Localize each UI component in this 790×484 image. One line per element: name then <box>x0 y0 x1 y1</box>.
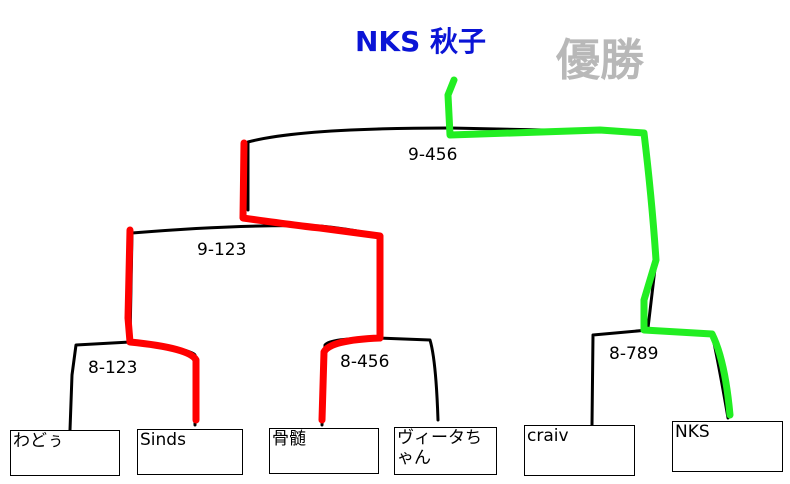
qf2-score: 8-456 <box>340 352 390 372</box>
qf1-connector-line <box>68 340 197 432</box>
player-box-6: NKS <box>672 421 783 472</box>
winner-label: 優勝 <box>556 35 644 86</box>
champion-name: NKS 秋子 <box>355 25 487 58</box>
red-path-line <box>124 139 384 424</box>
green-path-line <box>444 76 734 419</box>
player-box-1: わどぅ <box>10 430 120 476</box>
player-box-4: ヴィータちゃん <box>394 427 497 475</box>
player-box-5: craiv <box>524 425 635 476</box>
qf2-connector-line <box>320 336 440 427</box>
qf3-score: 8-789 <box>609 344 659 364</box>
player-box-2: Sinds <box>137 429 243 475</box>
player-box-3: 骨髄 <box>269 428 379 474</box>
semi-left-score: 9-123 <box>197 240 247 260</box>
qf1-score: 8-123 <box>88 358 138 378</box>
final-score: 9-456 <box>408 145 458 165</box>
semi-left-connector-line <box>128 224 382 342</box>
